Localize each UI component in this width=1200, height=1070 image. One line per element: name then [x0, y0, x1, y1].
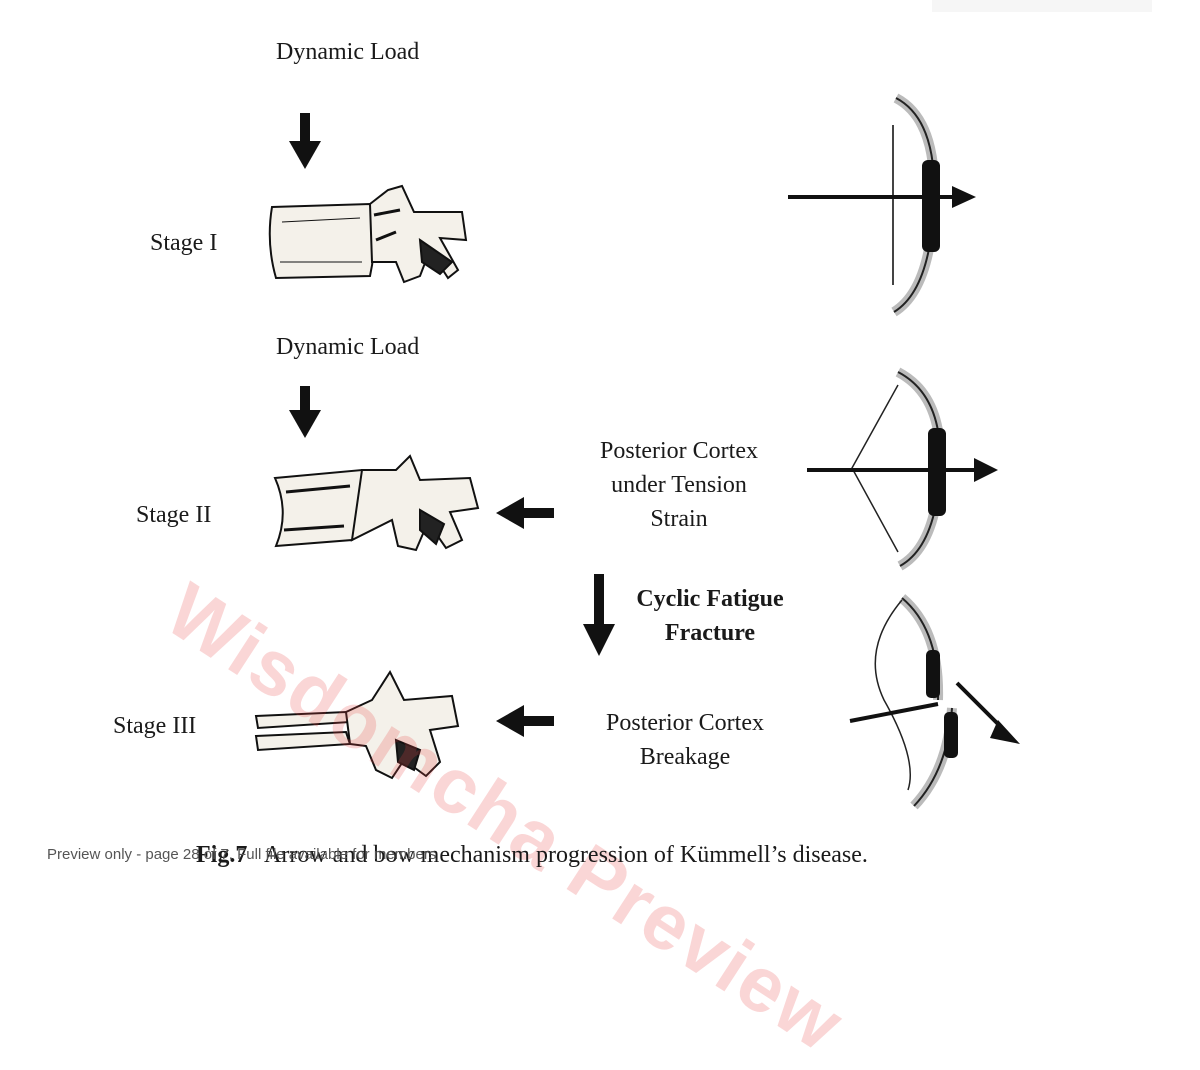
- figure-number: Fig.7: [196, 842, 248, 868]
- bow-stage3-illustration: [849, 594, 1020, 810]
- left-arrow-stage3: [496, 705, 554, 737]
- dynamic-load-label-2: Dynamic Load: [276, 334, 420, 360]
- load-arrow-stage2: [289, 386, 321, 438]
- left-arrow-stage2: [496, 497, 554, 529]
- fatigue-arrow: [583, 574, 615, 656]
- preview-note: Preview only - page 28 of 7. Full file a…: [47, 846, 437, 863]
- vertebra-stage1-illustration: [268, 184, 468, 284]
- bow-stage2-illustration: [807, 367, 998, 571]
- stage-3-label: Stage III: [113, 713, 197, 739]
- figure-caption-text: Arrow and bow mechanism progression of K…: [264, 842, 868, 868]
- load-arrow-stage1: [289, 113, 321, 169]
- posterior-tension-label: Posterior Cortex under Tension Strain: [600, 438, 758, 532]
- diagram-canvas: [254, 93, 1020, 810]
- bow-stage1-illustration: [788, 93, 976, 317]
- vertebra-stage2-illustration: [273, 454, 480, 552]
- stage-2-label: Stage II: [136, 502, 212, 528]
- vertebra-stage3-illustration: [254, 669, 460, 780]
- posterior-breakage-label: Posterior Cortex Breakage: [606, 710, 764, 770]
- top-bar: [932, 0, 1152, 12]
- figure-caption: Fig.7 Arrow and bow mechanism progressio…: [196, 842, 868, 869]
- cyclic-fatigue-label: Cyclic Fatigue Fracture: [636, 586, 784, 646]
- dynamic-load-label-1: Dynamic Load: [276, 39, 420, 65]
- stage-1-label: Stage I: [150, 230, 218, 256]
